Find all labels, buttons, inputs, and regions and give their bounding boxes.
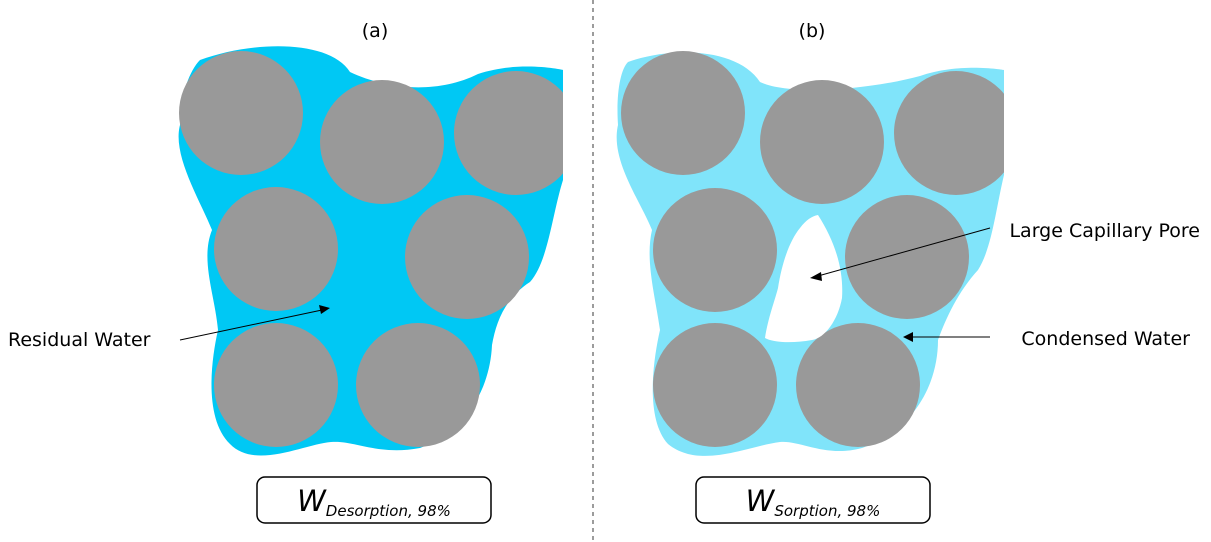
panel-a-structure	[178, 46, 563, 456]
pore-label: Large Capillary Pore	[1009, 220, 1200, 242]
residual-water-label: Residual Water	[8, 329, 151, 351]
residual-water-arrow	[179, 309, 323, 341]
particle	[454, 71, 563, 195]
formula-b-main: W	[746, 484, 776, 518]
particle	[845, 195, 969, 319]
particle	[796, 323, 920, 447]
formula-box-b	[695, 476, 931, 524]
particle	[653, 188, 777, 312]
residual-water-arrowhead	[319, 305, 330, 314]
formula-a-subscript: Desorption, 98%	[326, 502, 451, 520]
panel-b-label: (b)	[799, 20, 826, 42]
particle	[320, 80, 444, 204]
formula-box-a	[256, 476, 492, 524]
panel-b: (b) Large Capillary Pore Condensed Water…	[616, 20, 1200, 524]
panel-b-structure	[616, 51, 1004, 456]
condensed-water-label: Condensed Water	[1021, 328, 1190, 350]
particle	[356, 323, 480, 447]
condensed-water-arrowhead	[903, 332, 913, 342]
particle	[760, 80, 884, 204]
particle	[214, 187, 338, 311]
particle	[621, 51, 745, 175]
pore-arrow	[817, 227, 991, 277]
formula-a-main: W	[297, 484, 327, 518]
particle	[179, 51, 303, 175]
particle	[653, 323, 777, 447]
particle	[894, 71, 1004, 195]
large-capillary-pore	[765, 215, 843, 343]
pore-arrowhead	[810, 272, 822, 281]
formula-b-subscript: Sorption, 98%	[774, 502, 880, 520]
formula-a: WDesorption, 98%	[297, 484, 451, 520]
particle	[214, 323, 338, 447]
formula-b: WSorption, 98%	[746, 484, 881, 520]
panel-a-label: (a)	[362, 20, 388, 42]
particle	[405, 195, 529, 319]
panel-a: (a) Residual Water WDesorption, 98%	[8, 20, 563, 524]
